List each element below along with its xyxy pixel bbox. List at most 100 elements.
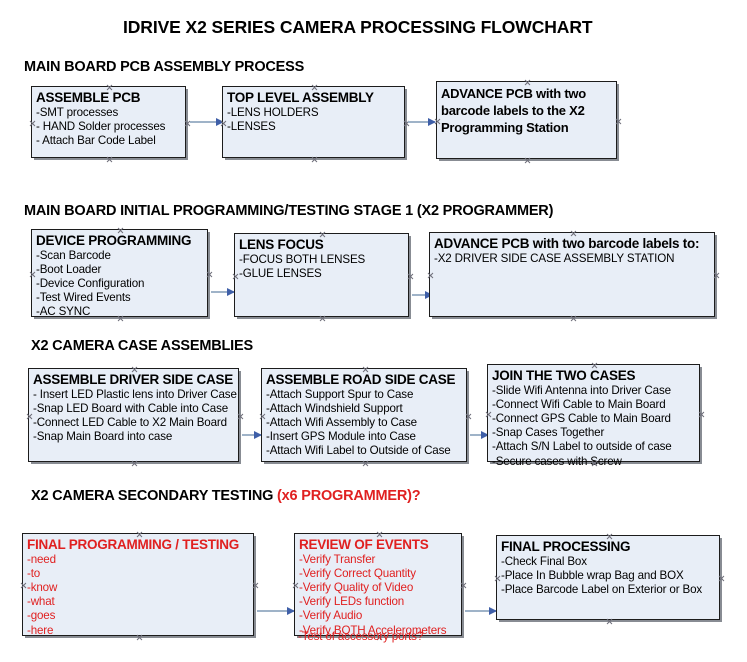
- connector-handle-left[interactable]: [292, 582, 299, 589]
- connector-handle-right[interactable]: [206, 271, 213, 278]
- node-line: - HAND Solder processes: [36, 119, 166, 133]
- node-title: ADVANCE PCB with two barcode labels to t…: [441, 86, 586, 135]
- node-title: DEVICE PROGRAMMING: [36, 233, 192, 248]
- node-title: LENS FOCUS: [239, 237, 324, 252]
- node-line: -Connect Wifi Cable to Main Board: [492, 397, 666, 411]
- connector-device-programming-to-lens-focus: [211, 288, 235, 296]
- node-line: -Device Configuration: [36, 276, 145, 290]
- node-title: REVIEW OF EVENTS: [299, 537, 429, 552]
- connector-road-side-to-join-cases: [470, 431, 489, 439]
- connector-handle-right[interactable]: [237, 413, 244, 420]
- node-title: ADVANCE PCB with two barcode labels to:: [434, 236, 700, 251]
- node-advance-pcb-to-programming-station[interactable]: ADVANCE PCB with two barcode labels to t…: [436, 81, 617, 159]
- node-line: -Verify Audio: [299, 609, 363, 623]
- node-advance-pcb-to-driver-side-case[interactable]: ADVANCE PCB with two barcode labels to: …: [429, 232, 715, 317]
- node-title: JOIN THE TWO CASES: [492, 368, 636, 383]
- connector-handle-right[interactable]: [615, 118, 622, 125]
- node-title: TOP LEVEL ASSEMBLY: [227, 90, 374, 105]
- node-line: -LENSES: [227, 119, 276, 133]
- connector-handle-right[interactable]: [698, 411, 705, 418]
- connector-top-level-assembly-to-advance-pcb: [408, 118, 436, 126]
- node-device-programming[interactable]: DEVICE PROGRAMMING -Scan Barcode -Boot L…: [29, 229, 208, 319]
- node-line: -Place Barcode Label on Exterior or Box: [501, 582, 703, 596]
- section-heading-accent: (x6 PROGRAMMER)?: [277, 488, 421, 504]
- connector-handle-left[interactable]: [20, 582, 27, 589]
- connector-handle-left[interactable]: [29, 271, 36, 278]
- connector-handle-left[interactable]: [259, 413, 266, 420]
- node-title: ASSEMBLE ROAD SIDE CASE: [266, 372, 456, 387]
- node-line: -know: [27, 580, 58, 594]
- node-line: -to: [27, 566, 41, 580]
- node-line: -Attach Wifi Label to Outside of Case: [266, 444, 451, 458]
- node-final-processing[interactable]: FINAL PROCESSING -Check Final Box -Place…: [496, 535, 720, 620]
- connector-handle-left[interactable]: [485, 411, 492, 418]
- connector-handle-right[interactable]: [718, 575, 725, 582]
- node-line: -Insert GPS Module into Case: [266, 430, 416, 444]
- node-line: -SMT processes: [36, 105, 119, 119]
- node-title: FINAL PROCESSING: [501, 539, 631, 554]
- section-heading-text: MAIN BOARD PCB ASSEMBLY PROCESS: [24, 59, 305, 75]
- connector-handle-bottom[interactable]: [106, 156, 113, 163]
- node-line: -Slide Wifi Antenna into Driver Case: [492, 383, 671, 397]
- connector-handle-left[interactable]: [434, 118, 441, 125]
- node-join-the-two-cases[interactable]: JOIN THE TWO CASES -Slide Wifi Antenna i…: [485, 364, 700, 468]
- node-assemble-driver-side-case[interactable]: ASSEMBLE DRIVER SIDE CASE - Insert LED P…: [28, 368, 239, 462]
- connector-review-of-events-to-final-processing: [465, 607, 497, 615]
- node-line: -LENS HOLDERS: [227, 105, 319, 119]
- node-assemble-pcb[interactable]: ASSEMBLE PCB -SMT processes - HAND Solde…: [31, 86, 186, 158]
- connector-handle-bottom[interactable]: [570, 315, 577, 322]
- node-line: -Verify Correct Quantity: [299, 566, 416, 580]
- connector-handle-bottom[interactable]: [311, 156, 318, 163]
- connector-handle-right[interactable]: [713, 272, 720, 279]
- node-assemble-road-side-case[interactable]: ASSEMBLE ROAD SIDE CASE -Attach Support …: [261, 368, 467, 462]
- connector-handle-right[interactable]: [184, 120, 191, 127]
- node-title: ASSEMBLE DRIVER SIDE CASE: [33, 372, 234, 387]
- node-line: -Check Final Box: [501, 554, 587, 568]
- connector-driver-side-to-road-side: [242, 431, 262, 439]
- node-line: -AC SYNC: [36, 305, 91, 319]
- connector-handle-left[interactable]: [26, 413, 33, 420]
- connector-handle-bottom[interactable]: [131, 460, 138, 467]
- connector-handle-right[interactable]: [407, 273, 414, 280]
- connector-handle-bottom[interactable]: [524, 157, 531, 164]
- node-line: -GLUE LENSES: [239, 266, 322, 280]
- connector-handle-right[interactable]: [252, 582, 259, 589]
- connector-handle-bottom[interactable]: [319, 315, 326, 322]
- node-line: -Place In Bubble wrap Bag and BOX: [501, 568, 684, 582]
- node-line: -need: [27, 552, 56, 566]
- node-line: - Attach Bar Code Label: [36, 133, 156, 147]
- node-final-programming-testing[interactable]: FINAL PROGRAMMING / TESTING -need -to -k…: [20, 533, 254, 637]
- connector-handle-bottom[interactable]: [362, 460, 369, 467]
- connector-handle-left[interactable]: [29, 120, 36, 127]
- node-top-level-assembly[interactable]: TOP LEVEL ASSEMBLY -LENS HOLDERS -LENSES: [222, 86, 405, 158]
- connector-handle-left[interactable]: [232, 273, 239, 280]
- connector-handle-bottom[interactable]: [606, 618, 613, 625]
- connector-handle-left[interactable]: [220, 120, 227, 127]
- connector-handle-left[interactable]: [494, 575, 501, 582]
- connector-handle-left[interactable]: [427, 272, 434, 279]
- node-line: -Verify BOTH Accelerometers: [299, 623, 447, 637]
- section-heading-text: MAIN BOARD INITIAL PROGRAMMING/TESTING S…: [24, 203, 554, 219]
- node-line: -Attach Windshield Support: [266, 401, 403, 415]
- connector-handle-right[interactable]: [465, 413, 472, 420]
- section-heading-main-board-pcb-assembly-process: MAIN BOARD PCB ASSEMBLY PROCESS: [24, 59, 304, 75]
- node-line: -Snap Cases Together: [492, 426, 605, 440]
- node-line: -Snap LED Board with Cable into Case: [33, 401, 229, 415]
- connector-handle-right[interactable]: [403, 120, 410, 127]
- node-line: - Insert LED Plastic lens into Driver Ca…: [33, 387, 237, 401]
- node-line: -Verify LEDs function: [299, 595, 405, 609]
- connector-final-programming-to-review-of-events: [257, 607, 295, 615]
- node-line: -Verify Quality of Video: [299, 580, 414, 594]
- node-line: -Verify Transfer: [299, 552, 376, 566]
- node-review-of-events[interactable]: REVIEW OF EVENTS -Verify Transfer -Verif…: [292, 533, 462, 637]
- node-line: -Attach Wifi Assembly to Case: [266, 415, 417, 429]
- section-heading-main-board-initial-programming: MAIN BOARD INITIAL PROGRAMMING/TESTING S…: [24, 203, 553, 219]
- connector-assemble-pcb-to-top-level-assembly: [190, 118, 224, 126]
- connector-handle-right[interactable]: [460, 582, 467, 589]
- node-title: ASSEMBLE PCB: [36, 90, 141, 105]
- node-lens-focus[interactable]: LENS FOCUS -FOCUS BOTH LENSES -GLUE LENS…: [234, 233, 409, 317]
- node-line: -goes: [27, 609, 56, 623]
- section-heading-text: X2 CAMERA CASE ASSEMBLIES: [31, 338, 253, 354]
- node-line: -Scan Barcode: [36, 248, 111, 262]
